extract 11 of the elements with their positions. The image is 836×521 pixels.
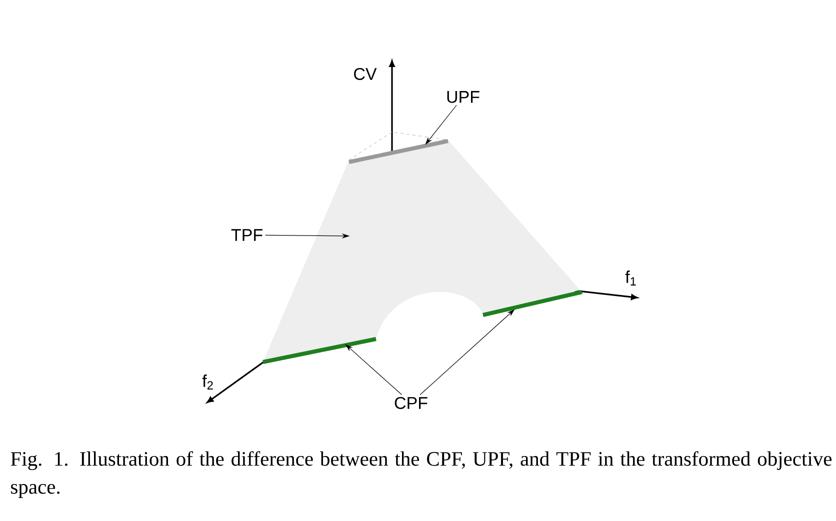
text-label: UPF [447, 91, 480, 103]
axis-label: f$_{1}$ [625, 270, 636, 286]
axis-label: f$_{2}$ [202, 374, 213, 390]
axis-label: CV [354, 68, 377, 80]
text-label: CPF [394, 396, 428, 410]
front-segment [482, 290, 582, 317]
text-label: TPF [231, 229, 262, 241]
front-segment [262, 337, 376, 364]
shaded-region [263, 140, 580, 362]
caption: Fig. 1. Illustration of the difference between the CPF, UPF, and TPF in the transformed objective space. [10, 451, 832, 498]
front-segment [348, 132, 448, 164]
